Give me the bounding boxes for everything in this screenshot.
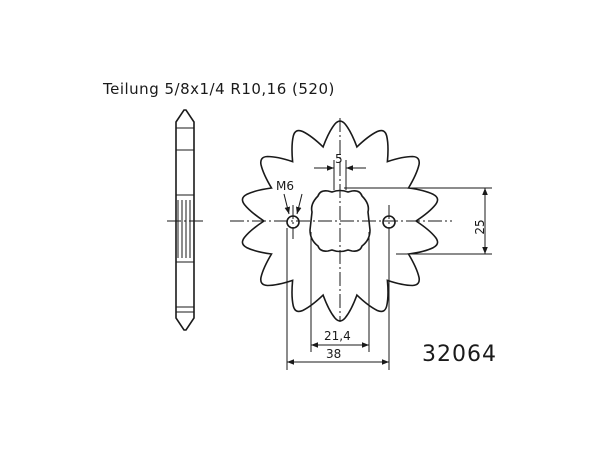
overall-width-label: 38: [326, 347, 341, 361]
splined-bore: [309, 189, 371, 253]
side-view: [167, 109, 204, 331]
front-view: [230, 118, 452, 322]
bolt-thread-label: M6: [276, 179, 294, 193]
pitch-label: Teilung 5/8x1/4 R10,16 (520): [102, 80, 335, 98]
dimension-slot-width: 5: [314, 152, 366, 190]
dimension-overall-width: 38: [286, 228, 390, 370]
slot-width-label: 5: [335, 152, 343, 166]
dimension-hole-offset: 25: [344, 187, 492, 255]
part-number: 32064: [422, 342, 497, 367]
bolt-spacing-label: 21,4: [324, 329, 351, 343]
sprocket-outline: [241, 120, 439, 322]
dimension-bolt-thread: M6: [276, 179, 303, 215]
hole-offset-label: 25: [473, 219, 487, 234]
dimension-bolt-spacing: 21,4: [310, 232, 370, 352]
